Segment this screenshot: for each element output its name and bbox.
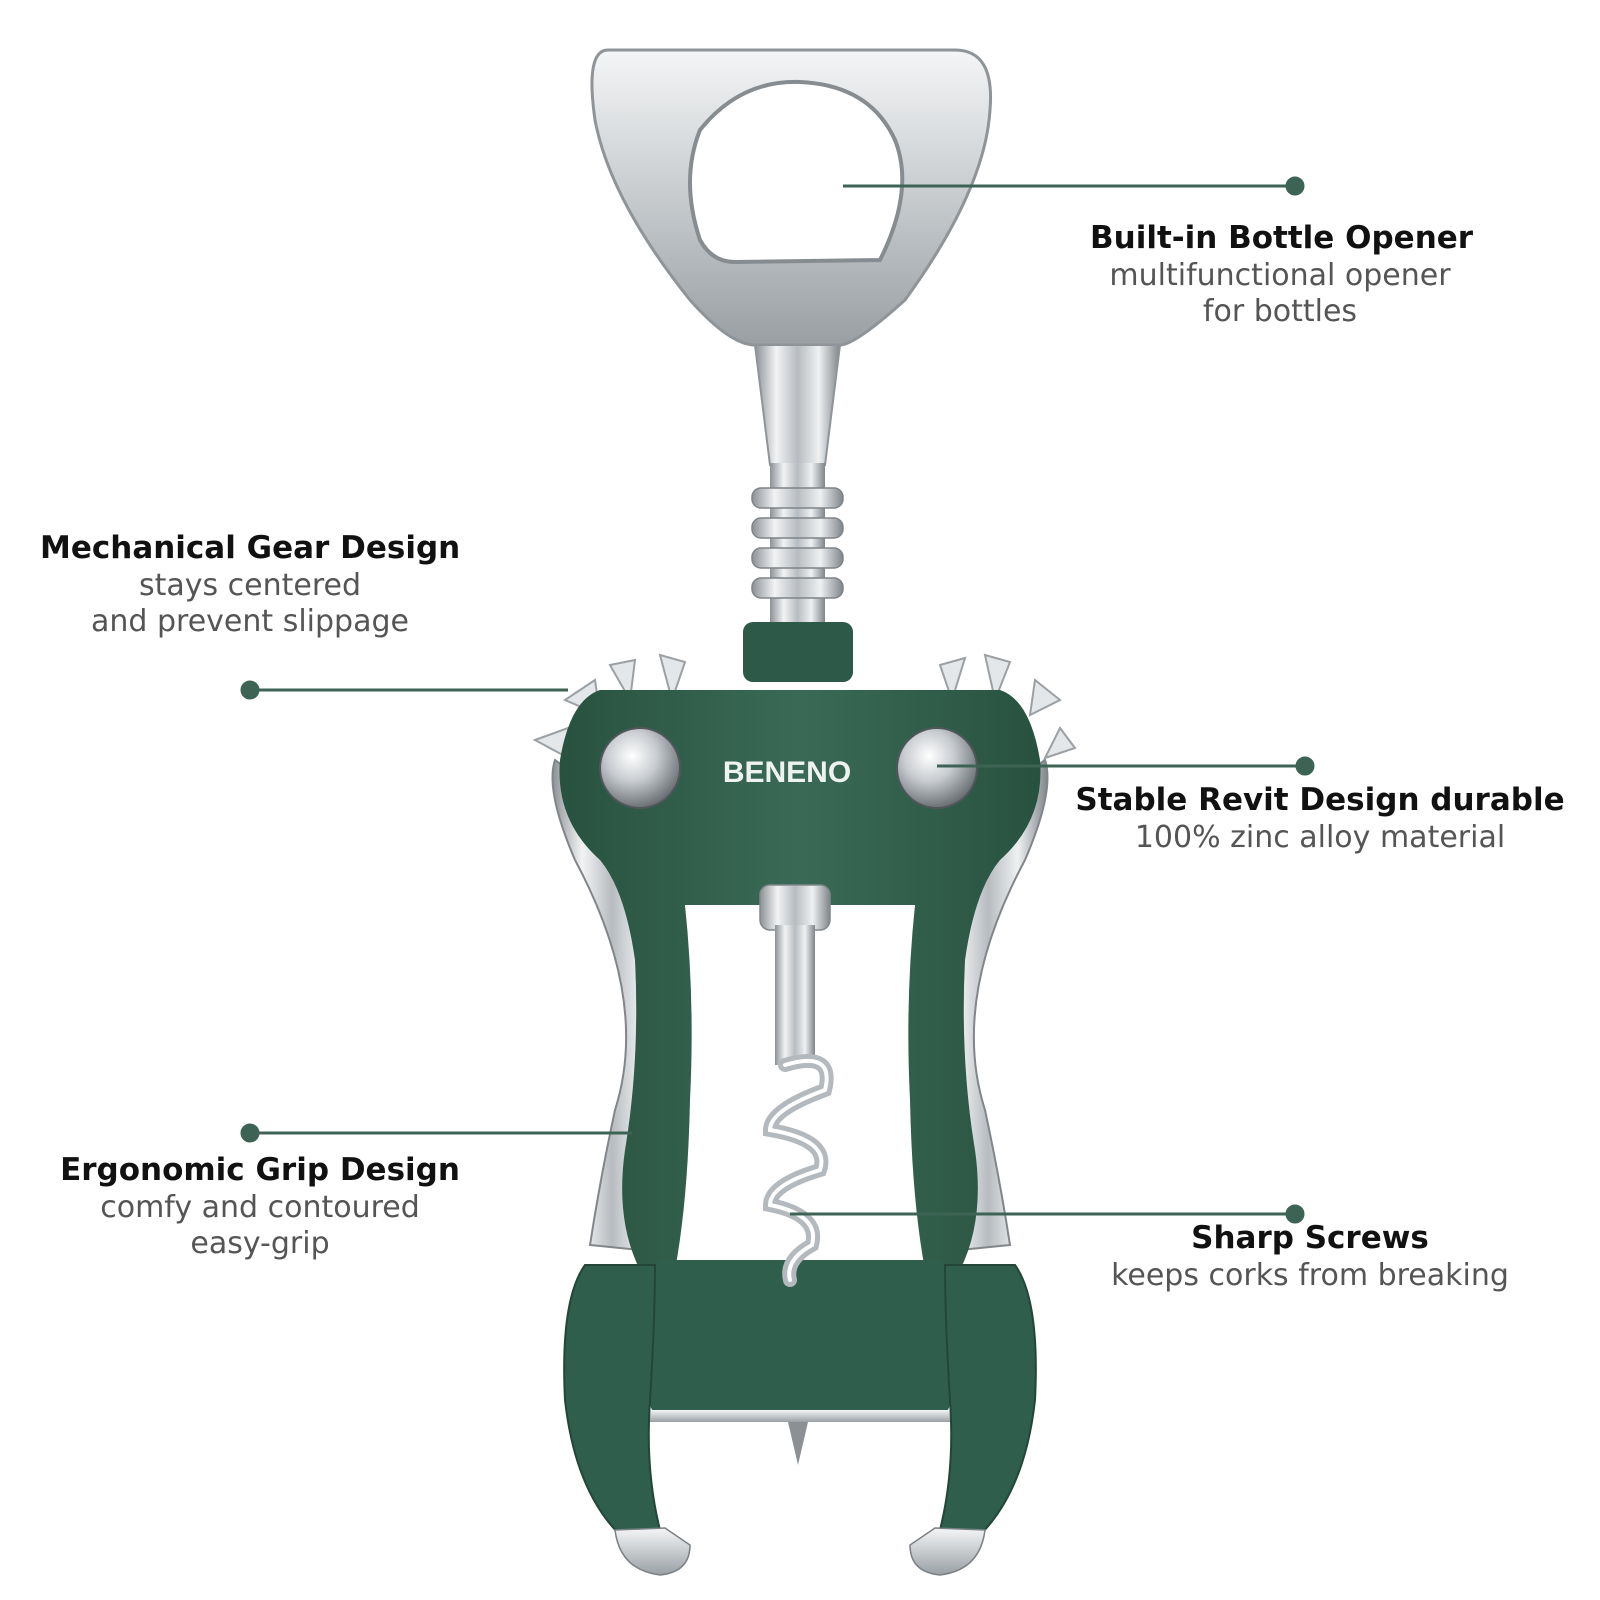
feature-description: and prevent slippage — [91, 604, 409, 639]
feature-title: Stable Revit Design durable — [1075, 782, 1565, 818]
brand-logo: BENENO — [723, 756, 851, 789]
feature-gear: Mechanical Gear Design stays centered an… — [40, 528, 460, 640]
feature-title: Built-in Bottle Opener — [1090, 220, 1474, 256]
feature-rivet: Stable Revit Design durable 100% zinc al… — [1060, 780, 1580, 856]
feature-description: stays centered — [138, 568, 362, 603]
feature-title: Ergonomic Grip Design — [60, 1152, 460, 1188]
right-rivet-icon — [896, 727, 978, 809]
worm-screw — [759, 884, 834, 1465]
feature-description: multifunctional opener — [1109, 258, 1451, 293]
feature-description: keeps corks from breaking — [1111, 1258, 1509, 1293]
callout-lines — [240, 176, 1315, 1224]
feature-title: Mechanical Gear Design — [40, 530, 461, 566]
feature-description: comfy and contoured — [100, 1190, 420, 1225]
bottle-opener-handle — [590, 48, 993, 466]
spindle — [751, 463, 844, 623]
feature-description: for bottles — [1202, 294, 1358, 329]
feature-title: Sharp Screws — [1191, 1220, 1429, 1256]
feature-description: easy-grip — [190, 1226, 330, 1261]
grip-pads — [563, 1264, 1037, 1576]
feature-grip: Ergonomic Grip Design comfy and contoure… — [50, 1150, 470, 1262]
feature-description: 100% zinc alloy material — [1134, 820, 1506, 855]
left-rivet-icon — [599, 727, 681, 809]
feature-screw: Sharp Screws keeps corks from breaking — [1090, 1218, 1530, 1294]
feature-bottle-opener: Built-in Bottle Opener multifunctional o… — [1090, 218, 1474, 330]
